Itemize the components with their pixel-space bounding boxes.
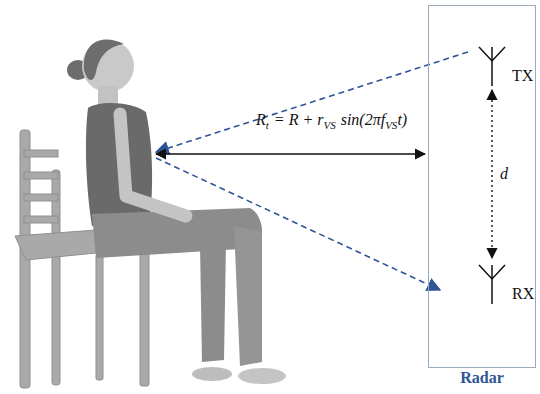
seated-person [67, 40, 286, 384]
antenna-symbol [475, 44, 509, 86]
formula-subscript: VS [385, 119, 397, 131]
distance-arrow [491, 90, 492, 258]
tx-antenna: TX [475, 44, 533, 86]
antenna-label: TX [512, 68, 533, 84]
range-formula: Rt= R + rVSsin(2πfVSt) [256, 110, 407, 132]
radar-label: Radar [429, 369, 535, 387]
formula-term: = R + r [274, 111, 324, 128]
transmit-path [156, 52, 468, 152]
formula-subscript: VS [323, 119, 335, 131]
radar-box: RadarTXRX [428, 5, 536, 368]
distance-label: d [498, 165, 510, 183]
antenna-label: RX [512, 286, 534, 302]
formula-term: t) [397, 111, 407, 128]
formula-subscript: t [266, 119, 269, 131]
rx-antenna: RX [475, 262, 534, 304]
reflect-path [156, 158, 440, 290]
range-arrow [156, 153, 425, 154]
formula-term: sin(2πf [341, 111, 385, 128]
antenna-symbol [475, 262, 509, 304]
formula-term: R [256, 111, 266, 128]
